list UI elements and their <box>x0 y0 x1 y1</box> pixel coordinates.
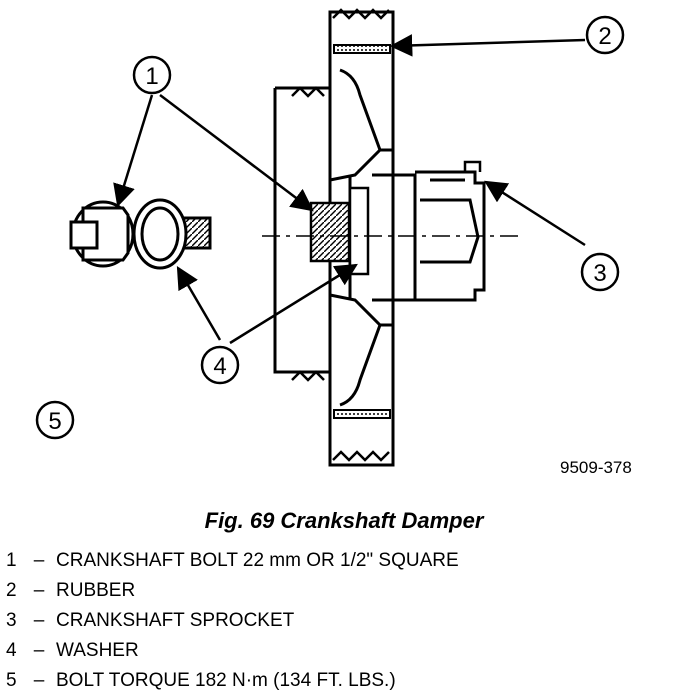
legend-dash: – <box>33 610 45 631</box>
legend-item: 2–RUBBER <box>6 576 459 606</box>
leader-4-hub-washer <box>229 263 358 345</box>
svg-text:3: 3 <box>593 260 606 287</box>
callout-5: 5 <box>35 400 75 440</box>
crankshaft-damper-diagram: 1 2 3 4 5 <box>35 8 625 467</box>
legend-number: 3 <box>6 610 17 631</box>
hub-washer-seat <box>348 186 370 276</box>
leader-4-bolt-washer <box>176 266 222 341</box>
svg-text:1: 1 <box>145 63 158 90</box>
legend-text: BOLT TORQUE 182 N·m (134 FT. LBS.) <box>56 670 396 691</box>
legend-item: 4–WASHER <box>6 636 459 666</box>
legend-number: 5 <box>6 670 17 691</box>
legend-list: 1–CRANKSHAFT BOLT 22 mm OR 1/2" SQUARE 2… <box>6 546 459 696</box>
svg-text:2: 2 <box>598 23 611 50</box>
crankshaft-sprocket <box>415 160 486 302</box>
legend-text: RUBBER <box>56 580 136 601</box>
svg-text:5: 5 <box>48 408 61 435</box>
bolt-square-recess <box>309 201 351 263</box>
legend-dash: – <box>33 550 45 571</box>
leader-1-bolt <box>113 94 154 208</box>
svg-text:4: 4 <box>213 353 226 380</box>
rubber-insert-bottom <box>333 409 391 419</box>
rubber-insert-top <box>333 44 391 54</box>
legend-text: CRANKSHAFT BOLT 22 mm OR 1/2" SQUARE <box>56 550 459 571</box>
legend-dash: – <box>33 670 45 691</box>
leader-2 <box>389 34 586 57</box>
legend-number: 1 <box>6 550 17 571</box>
legend-text: WASHER <box>56 640 139 661</box>
legend-item: 3–CRANKSHAFT SPROCKET <box>6 606 459 636</box>
legend-dash: – <box>33 640 45 661</box>
callout-1: 1 <box>132 55 172 95</box>
leader-3 <box>484 180 586 247</box>
legend-item: 5–BOLT TORQUE 182 N·m (134 FT. LBS.) <box>6 666 459 696</box>
leader-1-recess <box>159 94 314 212</box>
legend-dash: – <box>33 580 45 601</box>
callout-3: 3 <box>580 252 620 292</box>
legend-item: 1–CRANKSHAFT BOLT 22 mm OR 1/2" SQUARE <box>6 546 459 576</box>
crankshaft-bolt <box>69 198 212 270</box>
callout-2: 2 <box>585 15 625 55</box>
legend-text: CRANKSHAFT SPROCKET <box>56 610 295 631</box>
legend-number: 2 <box>6 580 17 601</box>
legend-number: 4 <box>6 640 17 661</box>
figure-caption: Fig. 69 Crankshaft Damper <box>204 508 484 533</box>
drawing-number: 9509-378 <box>560 458 632 477</box>
callout-4: 4 <box>200 345 240 385</box>
